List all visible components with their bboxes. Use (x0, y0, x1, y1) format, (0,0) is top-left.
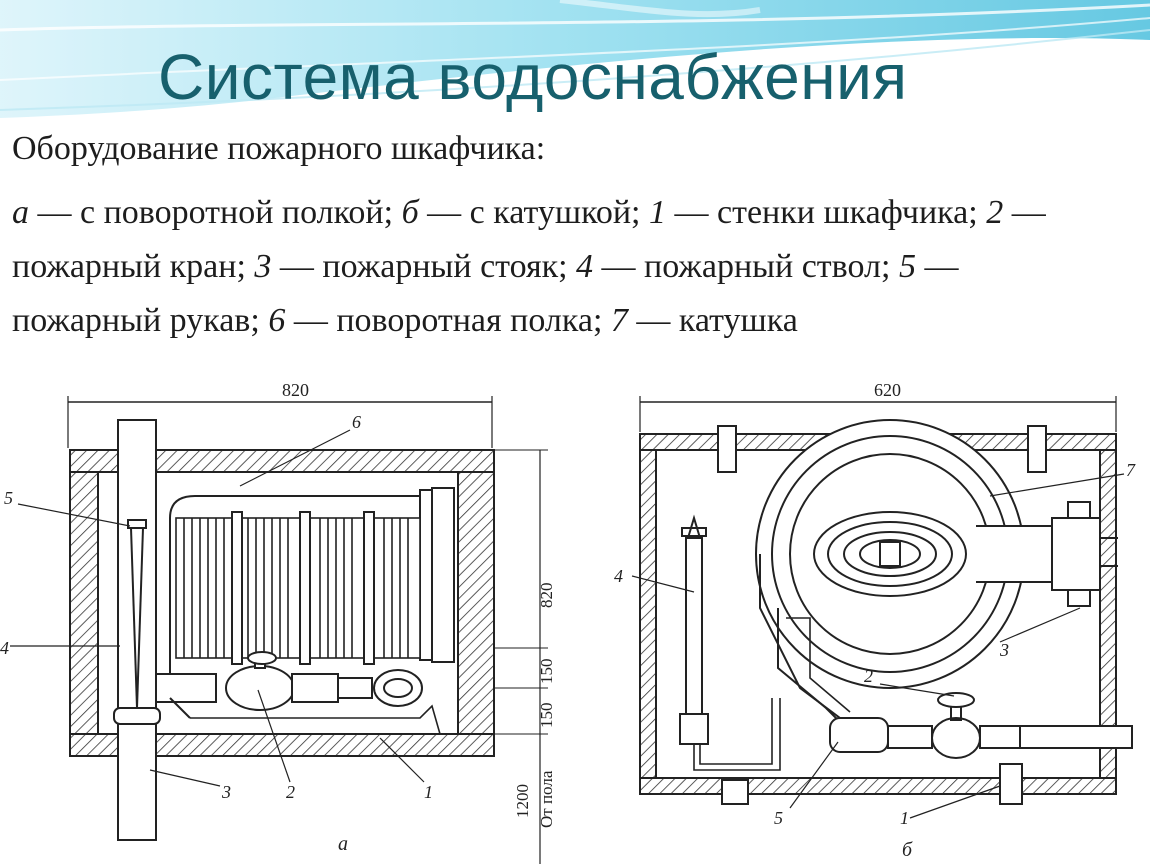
riser-flange (113, 707, 161, 725)
caption-b: б (902, 839, 913, 861)
page-title: Система водоснабжения (158, 41, 908, 113)
fire-nozzle-b (679, 514, 781, 771)
legend-key: а (12, 194, 29, 231)
legend-key: 6 (268, 302, 286, 339)
diagram-b: 620 7 3 2 4 5 1 б (614, 380, 1136, 861)
diagram-a: 820 820 150 150 1200 От пола 5 4 3 2 1 6… (0, 380, 556, 864)
label-3-a: 3 (221, 782, 231, 802)
cabinet-bottom-wall (69, 733, 495, 757)
cabinet-left-wall (69, 471, 99, 735)
label-5-a: 5 (4, 488, 13, 508)
label-1-a: 1 (424, 782, 433, 802)
label-2-b: 2 (864, 666, 873, 686)
legend-text: стенки шкафчика; (717, 194, 978, 231)
legend-key: 1 (649, 194, 667, 231)
dim-floor-label: От пола (537, 770, 556, 828)
legend-text: пожарный стояк; (322, 248, 568, 285)
subtitle: Оборудование пожарного шкафчика: (12, 130, 546, 167)
label-5-b: 5 (774, 808, 783, 828)
caption-a: а (338, 833, 348, 855)
legend-text: с катушкой; (469, 194, 641, 231)
dim-150-bottom: 150 (537, 703, 556, 729)
label-2-a: 2 (286, 782, 295, 802)
dim-floor: 1200 (513, 784, 532, 818)
legend-key: 3 (254, 248, 272, 285)
fire-valve-b (887, 692, 1133, 759)
label-4-b: 4 (614, 566, 623, 586)
legend-text: с поворотной полкой; (80, 194, 394, 231)
legend-text: пожарный кран; (12, 248, 246, 285)
legend-key: б (401, 194, 419, 231)
dim-height-a: 820 (537, 583, 556, 609)
legend-key: 2 (986, 194, 1004, 231)
fire-hose (175, 511, 421, 665)
legend-text: пожарный рукав; (12, 302, 260, 339)
legend-text: поворотная полка; (336, 302, 603, 339)
label-3-b: 3 (999, 640, 1009, 660)
label-4-a: 4 (0, 638, 9, 658)
label-1-b: 1 (900, 808, 909, 828)
legend-key: 5 (898, 248, 916, 285)
legend-text: пожарный ствол; (644, 248, 891, 285)
cabinet-b-bottom-wall (639, 777, 1117, 795)
legend: а — с поворотной полкой; б — с катушкой;… (12, 186, 1102, 348)
cabinet-right-wall (457, 471, 495, 735)
cabinet-b-left-wall (639, 449, 657, 779)
dim-width-b: 620 (874, 380, 901, 400)
legend-key: 4 (576, 248, 594, 285)
fire-valve (155, 651, 423, 711)
hose-reel (755, 419, 1118, 689)
fire-nozzle (130, 527, 138, 709)
cabinet-top-wall (69, 449, 495, 473)
dim-width-a: 820 (282, 380, 309, 400)
swing-shelf (169, 495, 420, 698)
legend-key: 7 (610, 302, 628, 339)
legend-text: катушка (678, 302, 798, 339)
label-6-a: 6 (352, 412, 361, 432)
legend-line-1: а — с поворотной полкой; б — с катушкой;… (12, 194, 1046, 339)
fire-riser (117, 419, 157, 841)
dim-150-top: 150 (537, 659, 556, 685)
fire-cabinet-diagrams: 820 820 150 150 1200 От пола 5 4 3 2 1 6… (0, 380, 1136, 864)
label-7-b: 7 (1126, 460, 1136, 480)
header-banner (0, 0, 1150, 118)
